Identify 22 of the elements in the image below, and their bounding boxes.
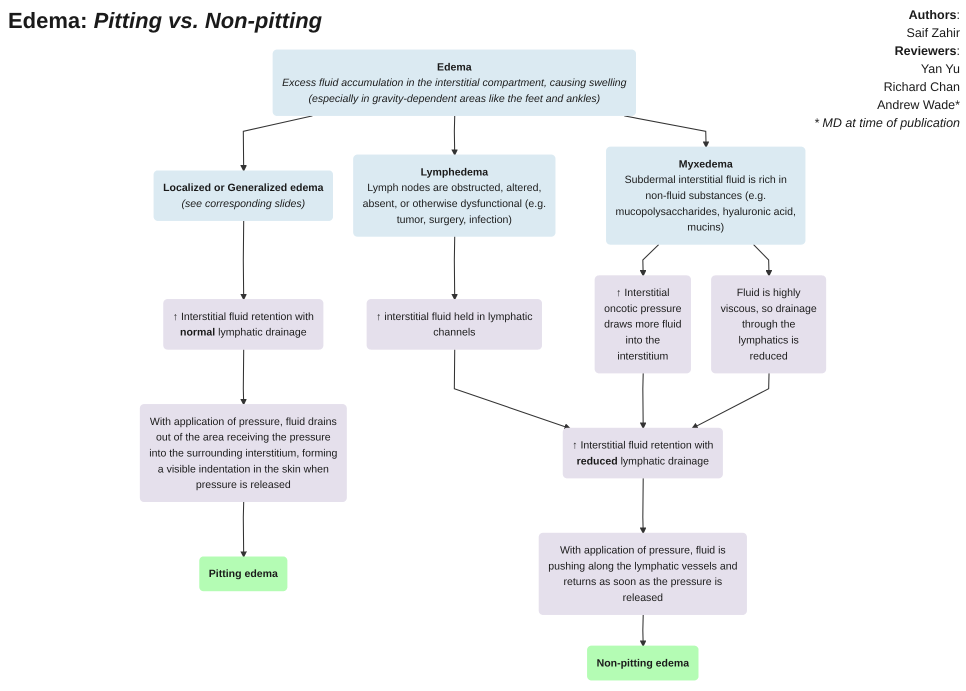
reviewer-name: Richard Chan [882, 79, 960, 96]
arrow [624, 115, 710, 148]
arrow [240, 115, 313, 172]
arrow [691, 373, 770, 429]
arrow [240, 220, 247, 300]
credit-heading: Reviewers: [894, 43, 960, 60]
arrow [753, 244, 772, 276]
title: Edema: Pitting vs. Non-pitting [8, 8, 322, 34]
arrow [240, 350, 247, 406]
arrow [640, 478, 646, 534]
arrow [451, 236, 458, 300]
footnote: * MD at time of publication [814, 115, 960, 132]
reviewer-name: Yan Yu [920, 61, 960, 78]
credit-heading: Authors: [908, 7, 960, 24]
arrow [454, 350, 571, 430]
arrow [640, 244, 660, 276]
arrow [640, 373, 646, 429]
arrow [640, 614, 646, 647]
arrow [240, 502, 247, 558]
reviewer-name: Andrew Wade* [876, 97, 960, 114]
arrow [451, 116, 458, 156]
author-name: Saif Zahir [906, 25, 960, 42]
